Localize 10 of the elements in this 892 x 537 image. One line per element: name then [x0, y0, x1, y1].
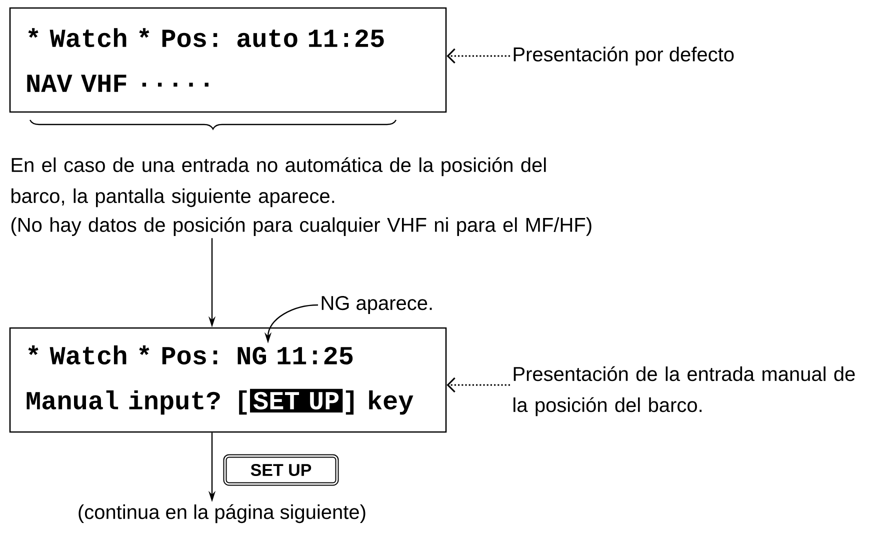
caption-text: (continua en la página siguiente)	[78, 504, 366, 524]
display-screen: * Watch * Pos: auto 11:25 NAV VHF ·····	[9, 7, 447, 113]
caption-text: Presentación por defecto	[514, 46, 734, 66]
arrow	[446, 48, 510, 64]
arrow	[446, 377, 510, 393]
key-button: SET UP	[223, 454, 339, 486]
caption-text: Presentación de la entrada manual de la posición del barco.	[514, 366, 855, 416]
display-screen: * Watch * Pos: NG 11:25 Manual input? [ SET UP ] key	[9, 327, 447, 433]
caption-text: NG aparece.	[322, 296, 432, 314]
caption-text: En el caso de una entrada no automática de la posición del barco, la pantalla siguiente aparece. (No hay datos de posición para cualquier VHF ni para el MF/HF)	[11, 157, 592, 236]
